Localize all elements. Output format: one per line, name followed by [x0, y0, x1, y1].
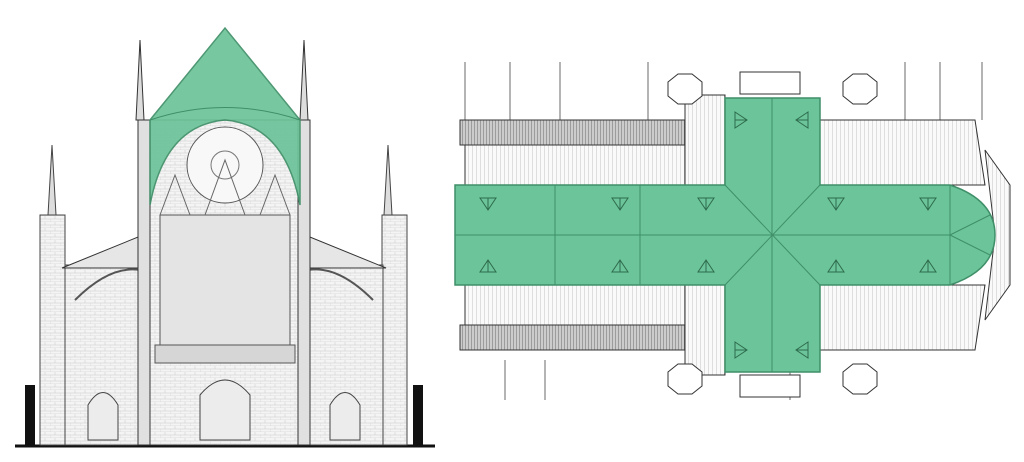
roof-ridges [455, 98, 991, 372]
central-portal [199, 379, 251, 441]
roof-tie-beam [149, 107, 301, 121]
left-spire [135, 39, 145, 121]
roof-plan [454, 62, 1011, 400]
left-portal [87, 392, 119, 441]
north-aisle-west [464, 144, 686, 186]
left-flying-buttress [74, 268, 141, 301]
right-aisle-roof [304, 234, 387, 269]
left-nave-pier [137, 119, 151, 446]
left-pinnacle [47, 144, 57, 216]
slope-arrows [479, 111, 937, 359]
north-aisle-west-dark [459, 119, 686, 146]
highlighted-nave-roof [149, 26, 301, 206]
stair-turrets [667, 71, 878, 398]
right-portal [329, 392, 361, 441]
right-spire [299, 39, 309, 121]
right-pinnacle [383, 144, 393, 216]
left-tower [39, 214, 66, 446]
left-aisle-roof [61, 234, 144, 269]
annotation-leaders [464, 62, 983, 400]
transept-aisle-sw [684, 284, 726, 376]
south-aisle-west-dark [459, 324, 686, 351]
south-choir-aisle [819, 284, 986, 351]
right-tower [381, 214, 408, 446]
left-buttress [25, 385, 35, 445]
left-aisle [64, 264, 144, 446]
right-buttress [413, 385, 423, 445]
gallery-band [154, 344, 296, 364]
north-choir-aisle [819, 119, 986, 186]
organ-screen [159, 214, 291, 346]
transept-aisle-nw [684, 94, 726, 186]
cathedral-cross-section [15, 26, 435, 448]
gables [159, 158, 291, 216]
rose-window-center [210, 150, 240, 180]
south-aisle-west [464, 284, 686, 326]
right-flying-buttress [307, 268, 374, 301]
rose-window [186, 126, 264, 204]
